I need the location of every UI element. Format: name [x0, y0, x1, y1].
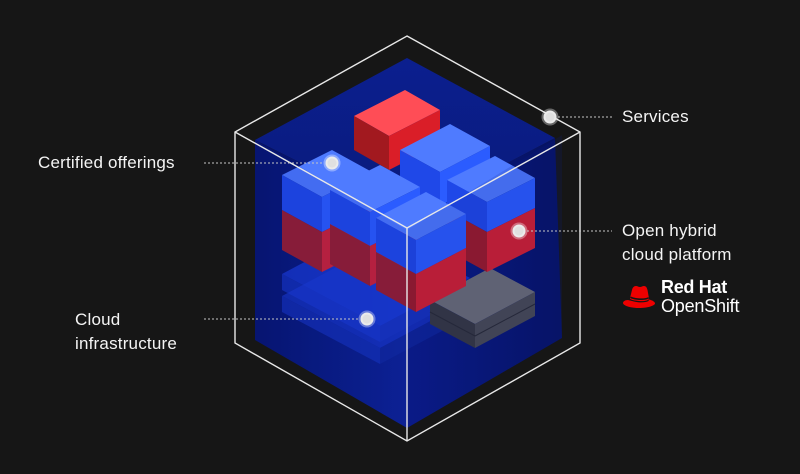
- certified-dot: [323, 154, 341, 172]
- cube-outline: [234, 35, 581, 442]
- cloud-infrastructure-label-line2: infrastructure: [75, 334, 178, 353]
- front-glass-right: [407, 135, 562, 428]
- services-label: Services: [622, 107, 689, 126]
- services-dot: [541, 108, 559, 126]
- brand-name-red-hat: Red Hat: [661, 277, 727, 297]
- leader-lines: [204, 116, 612, 320]
- gray-block: [429, 268, 536, 348]
- open-hybrid-label-line1: Open hybrid: [622, 221, 717, 240]
- marker-dots: [323, 108, 559, 328]
- cloud-infrastructure-label-line1: Cloud: [75, 310, 121, 329]
- stack-front: [376, 192, 466, 312]
- red-hat-openshift-logo: Red Hat OpenShift: [622, 278, 739, 315]
- certified-offerings-label: Certified offerings: [38, 153, 175, 172]
- stack-right: [447, 156, 535, 272]
- red-hat-fedora-icon: [623, 285, 655, 308]
- infra-dot: [358, 310, 376, 328]
- open-hybrid-label-line2: cloud platform: [622, 245, 732, 264]
- open-hybrid-dot: [510, 222, 528, 240]
- brand-name-openshift: OpenShift: [661, 296, 740, 316]
- front-glass: [255, 140, 407, 428]
